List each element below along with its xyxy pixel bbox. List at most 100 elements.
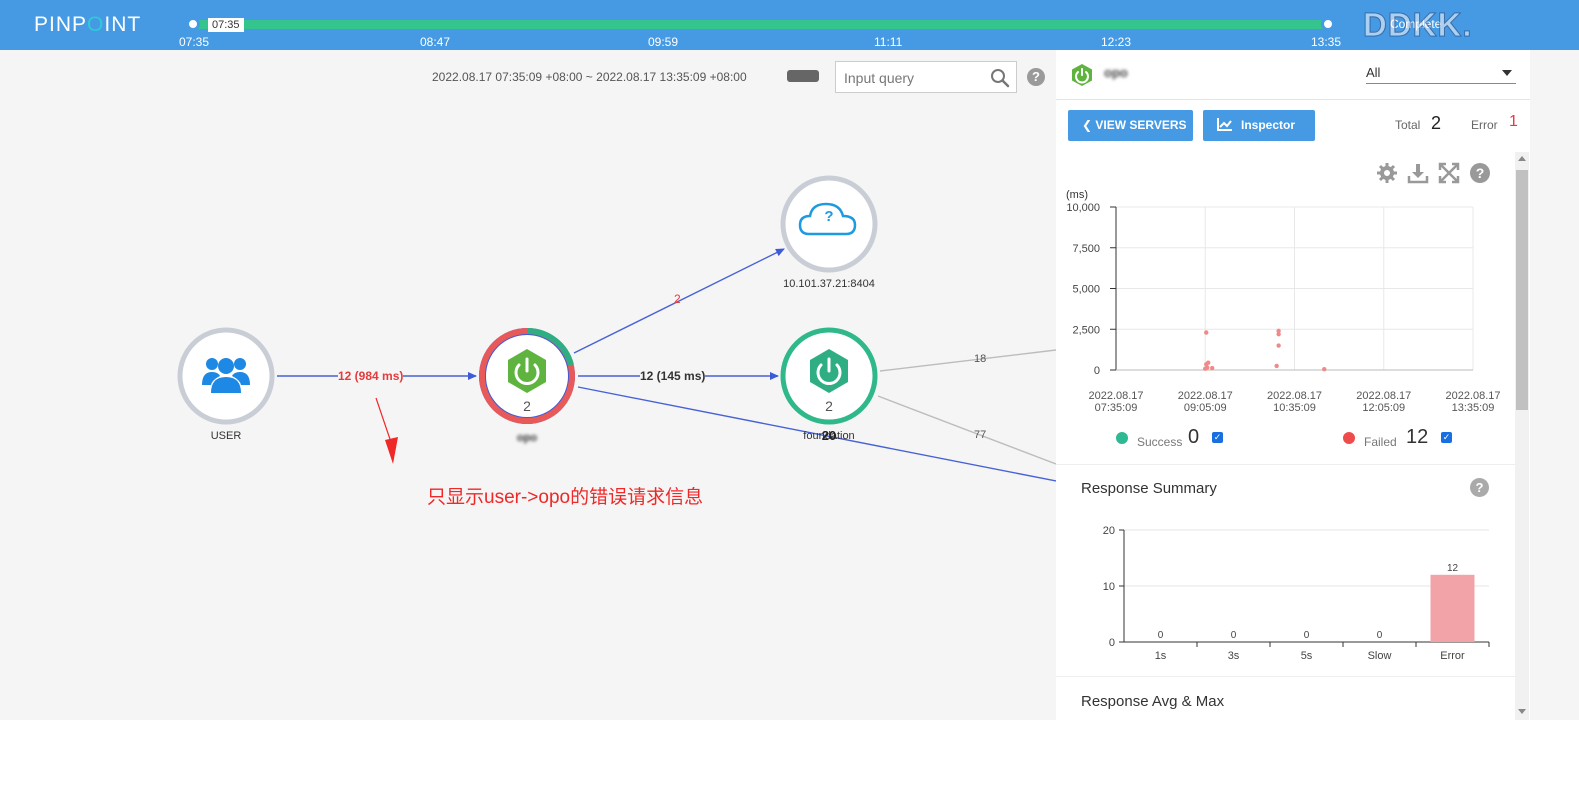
edge-label-opo-unknown[interactable]: 2 (674, 292, 681, 306)
scatter-point-failed[interactable] (1276, 331, 1281, 337)
timeline-tick: 13:35 (1311, 35, 1342, 49)
agent-select-value: All (1366, 65, 1381, 80)
scatter-point-failed[interactable] (1276, 328, 1281, 334)
edge-foundation-offscreen-1[interactable] (879, 349, 1056, 372)
failed-checkbox[interactable]: ✓ (1441, 432, 1452, 443)
bar-category-label: Error (1440, 650, 1465, 662)
scatter-point-failed[interactable] (1276, 343, 1281, 348)
complete-button[interactable]: Complete (1390, 17, 1442, 31)
bar-value-label: 0 (1377, 630, 1383, 641)
server-map[interactable]: USER 2 opo ? 10.101.37.21:8404 2 foundat… (0, 100, 1056, 720)
logo-text-prefix: PINP (34, 13, 88, 36)
y-tick-label: 10,000 (1066, 202, 1100, 214)
query-input[interactable] (844, 68, 984, 88)
node-overlay-count: 20 (821, 428, 837, 443)
inspector-button[interactable]: Inspector (1203, 110, 1315, 141)
success-dot-icon (1116, 432, 1128, 444)
timeline-tick: 11:11 (874, 35, 903, 49)
success-checkbox[interactable]: ✓ (1212, 432, 1223, 443)
bar-category-label: 3s (1228, 650, 1240, 662)
node-user[interactable] (177, 327, 275, 425)
bar-category-label: 5s (1301, 650, 1313, 662)
logo-text-suffix: INT (104, 13, 142, 36)
app-power-icon (1072, 64, 1092, 86)
scroll-down-arrow-icon[interactable] (1518, 709, 1526, 714)
timeline-start-handle[interactable] (186, 17, 200, 31)
time-range-text: 2022.08.17 07:35:09 +08:00 ~ 2022.08.17 … (432, 70, 747, 84)
power-icon (514, 357, 540, 385)
help-icon[interactable]: ? (1469, 162, 1491, 184)
help-icon[interactable]: ? (1470, 478, 1489, 497)
success-label: Success (1137, 435, 1183, 449)
edge-opo-offscreen[interactable] (577, 386, 1056, 482)
bar-value-label: 0 (1158, 630, 1164, 641)
edge-label-opo-foundation[interactable]: 12 (145 ms) (640, 369, 706, 383)
bar-category-label: Slow (1368, 650, 1392, 662)
x-tick-time: 10:35:09 (1273, 402, 1316, 414)
scatter-point-failed[interactable] (1274, 363, 1279, 369)
expand-icon[interactable] (1438, 162, 1460, 184)
query-box (835, 61, 1017, 93)
timeline-tick: 09:59 (648, 35, 679, 49)
node-foundation[interactable] (780, 327, 878, 425)
node-opo[interactable] (479, 327, 575, 424)
scatter-point-failed[interactable] (1204, 330, 1209, 335)
bar-y-tick-label: 10 (1103, 581, 1115, 593)
download-icon[interactable] (1407, 162, 1429, 184)
node-count-foundation: 2 (825, 398, 833, 414)
range-toggle-icon[interactable] (787, 70, 819, 82)
node-label-opo: opo (516, 432, 538, 444)
response-summary-title: Response Summary (1081, 480, 1217, 497)
divider (1056, 464, 1516, 465)
x-tick-date: 2022.08.17 (1445, 390, 1500, 402)
edge-foundation-offscreen-2[interactable] (877, 395, 1056, 465)
users-icon (202, 358, 250, 393)
error-label: Error (1471, 118, 1498, 132)
total-label: Total (1395, 118, 1421, 132)
scatter-legend: Success 0 ✓ Failed 12 ✓ (1056, 422, 1516, 458)
panel-scrollbar-thumb[interactable] (1516, 170, 1528, 410)
x-tick-time: 13:35:09 (1452, 402, 1495, 414)
y-tick-label: 2,500 (1072, 324, 1100, 336)
scatter-point-failed[interactable] (1206, 360, 1211, 365)
node-label-user: USER (210, 430, 242, 442)
bar-error[interactable] (1430, 574, 1475, 642)
power-icon (816, 357, 842, 385)
inspector-label: Inspector (1241, 118, 1296, 132)
gear-icon[interactable] (1376, 162, 1398, 184)
timeline-tick: 08:47 (420, 35, 451, 49)
scatter-chart[interactable]: (ms)2022.08.1707:35:092022.08.1709:05:09… (1056, 188, 1516, 418)
top-header: PINPOINT 07:35 07:35 08:47 09:59 11:11 1… (0, 0, 1579, 50)
view-servers-button[interactable]: ❮ VIEW SERVERS (1068, 110, 1193, 141)
timeline-range-bar[interactable] (193, 20, 1329, 29)
scatter-point-failed[interactable] (1322, 366, 1327, 372)
pinpoint-logo[interactable]: PINPOINT (34, 13, 141, 37)
help-icon[interactable]: ? (1027, 68, 1045, 86)
scatter-point-failed[interactable] (1209, 365, 1215, 371)
selected-app-name: opo (1104, 65, 1128, 80)
edge-label-user-opo[interactable]: 12 (984 ms) (338, 369, 404, 383)
scroll-up-arrow-icon[interactable] (1518, 156, 1526, 161)
edge-label-foundation-1[interactable]: 18 (974, 353, 987, 365)
failed-label: Failed (1364, 435, 1397, 449)
search-icon[interactable] (990, 68, 1010, 88)
bar-value-label: 0 (1304, 630, 1310, 641)
success-count: 0 (1188, 426, 1200, 448)
node-unknown[interactable] (780, 175, 878, 273)
failed-count: 12 (1406, 426, 1429, 448)
y-axis-unit-label: (ms) (1066, 189, 1088, 201)
scatter-point-failed[interactable] (1203, 366, 1208, 371)
x-tick-time: 07:35:09 (1095, 402, 1138, 414)
chart-line-icon (1217, 118, 1232, 131)
edge-opo-unknown[interactable] (573, 248, 785, 354)
timeline-end-handle[interactable] (1321, 17, 1335, 31)
edge-label-foundation-2[interactable]: 77 (974, 429, 987, 441)
y-tick-label: 7,500 (1072, 243, 1100, 255)
watermark-logo: DDKK. (1363, 6, 1473, 43)
agent-select[interactable]: All (1366, 62, 1516, 84)
x-tick-date: 2022.08.17 (1088, 390, 1143, 402)
node-count-opo: 2 (523, 398, 531, 414)
x-tick-date: 2022.08.17 (1267, 390, 1322, 402)
app-root: PINPOINT 07:35 07:35 08:47 09:59 11:11 1… (0, 0, 1579, 720)
